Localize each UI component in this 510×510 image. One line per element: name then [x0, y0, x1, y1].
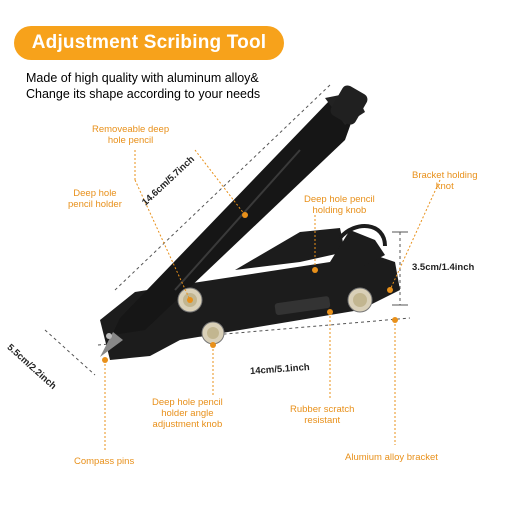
dimension-height: 3.5cm/1.4inch — [412, 262, 475, 273]
callout-removable-pencil: Removeable deep hole pencil — [92, 124, 170, 146]
callout-dots — [102, 212, 398, 363]
callout-pencil-holder: Deep hole pencil holder — [68, 188, 122, 210]
callout-bracket-knob: Bracket holding knot — [412, 170, 478, 192]
description-line-1: Made of high quality with aluminum alloy… — [26, 71, 259, 85]
bracket — [100, 228, 400, 360]
title-badge: Adjustment Scribing Tool — [14, 26, 284, 60]
pencil — [100, 85, 368, 357]
angle-knob — [201, 321, 225, 345]
product-description: Made of high quality with aluminum alloy… — [26, 70, 260, 102]
callout-rubber: Rubber scratch resistant — [290, 404, 355, 426]
rubber-pad — [274, 296, 331, 316]
dimension-ticks — [392, 231, 408, 306]
callout-leaders — [104, 149, 441, 452]
callout-compass: Compass pins — [74, 456, 135, 467]
bracket-loop — [338, 224, 387, 247]
callout-angle-knob: Deep hole pencil holder angle adjustment… — [152, 397, 223, 430]
callout-bracket: Alumium alloy bracket — [345, 452, 438, 463]
bracket-knob — [347, 287, 373, 313]
callout-holding-knob: Deep hole pencil holding knob — [304, 194, 375, 216]
description-line-2: Change its shape according to your needs — [26, 87, 261, 101]
